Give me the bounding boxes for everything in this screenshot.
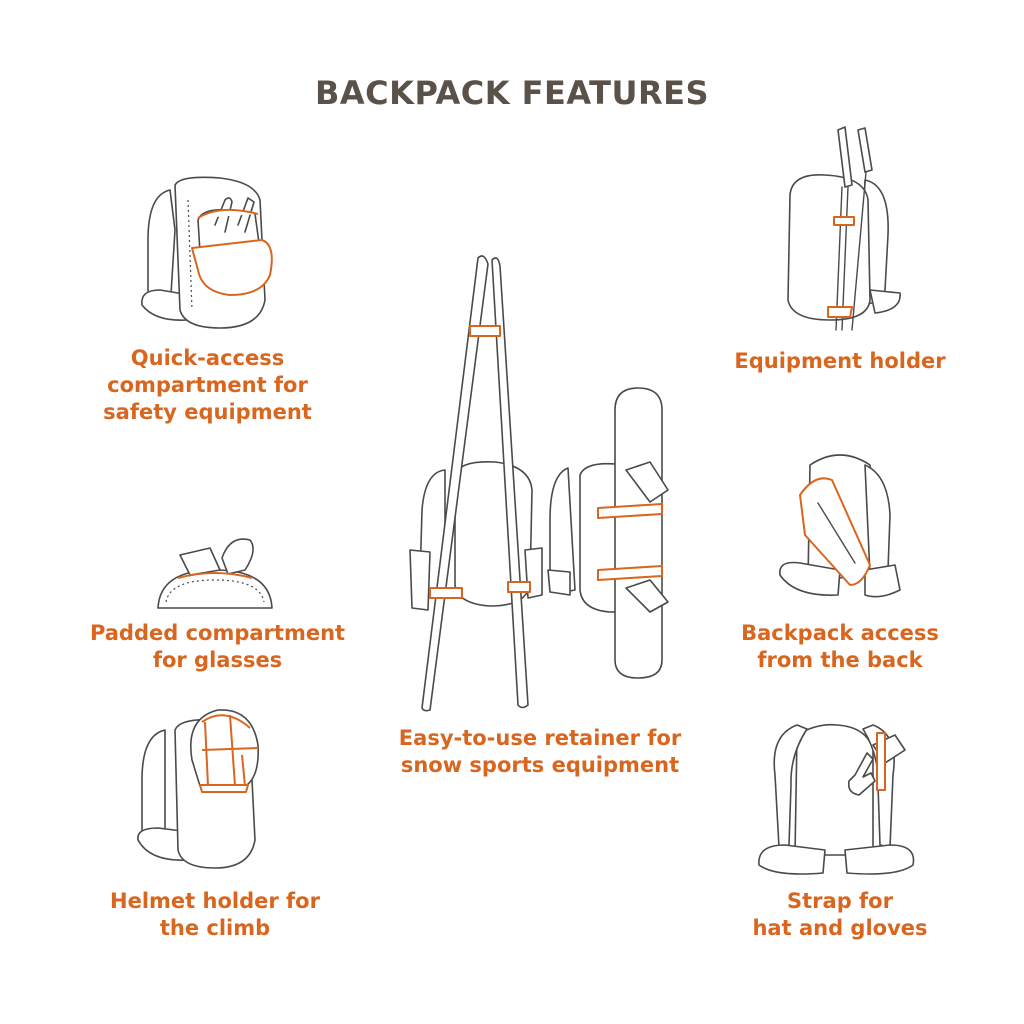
feature-label-quick-access: Quick-access compartment for safety equi… xyxy=(103,346,312,424)
feature-label-hat-gloves-strap: Strap for hat and gloves xyxy=(752,889,928,940)
page-title: BACKPACK FEATURES xyxy=(315,74,709,112)
backpack-glasses-icon xyxy=(157,538,273,609)
feature-label-equipment-holder: Equipment holder xyxy=(734,349,946,373)
backpack-quick-access-icon xyxy=(141,176,273,329)
backpack-gloves-icon xyxy=(758,723,915,875)
feature-label-padded-glasses: Padded compartment for glasses xyxy=(89,621,346,672)
backpack-skis-snowboard-icon xyxy=(409,255,669,712)
feature-label-snow-retainer: Easy-to-use retainer for snow sports equ… xyxy=(398,726,682,777)
backpack-poles-icon xyxy=(787,126,901,331)
backpack-helmet-icon xyxy=(137,709,259,869)
backpack-back-access-icon xyxy=(779,454,901,598)
feature-label-back-access: Backpack access from the back xyxy=(741,621,939,672)
feature-label-helmet-holder: Helmet holder for the climb xyxy=(110,889,320,940)
